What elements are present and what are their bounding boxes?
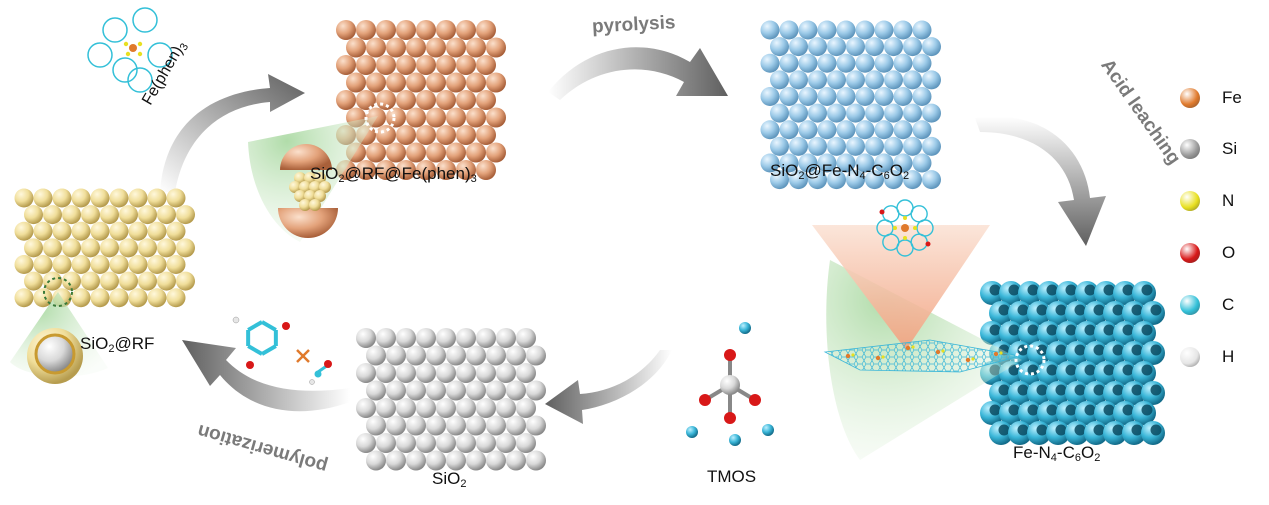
sio2-sphere-array bbox=[356, 328, 546, 471]
legend-label: N bbox=[1222, 191, 1235, 210]
fe-phen-molecule bbox=[87, 7, 173, 93]
step-label-pyrolysis: pyrolysis bbox=[591, 12, 675, 37]
resorcinol-molecule bbox=[232, 316, 290, 369]
arrow-acid-leaching bbox=[975, 116, 1106, 246]
legend-label: Si bbox=[1222, 139, 1238, 158]
legend-label: H bbox=[1222, 347, 1235, 366]
sio2-rf-fephen-sphere-array bbox=[336, 20, 506, 180]
sio2-rf-sphere-array bbox=[14, 188, 195, 308]
graphene-zoom-cone bbox=[812, 199, 1046, 460]
n-ball-icon bbox=[1180, 191, 1200, 211]
label-sio2: SiO2 bbox=[432, 469, 467, 490]
h-ball-icon bbox=[1180, 347, 1200, 367]
orange-cone bbox=[812, 225, 990, 350]
fen4c6o2-hollow-sphere-array bbox=[980, 281, 1165, 445]
legend-item-si: Si bbox=[1180, 137, 1237, 161]
label-sio2-rf-fephen: SiO2@RF@Fe(phen)3 bbox=[310, 164, 477, 185]
o-ball-icon bbox=[1180, 243, 1200, 263]
formaldehyde-molecule bbox=[309, 360, 332, 385]
step-label-polymerization: polymerization bbox=[195, 420, 330, 477]
legend-label: C bbox=[1222, 295, 1235, 314]
cross-icon bbox=[296, 349, 310, 363]
legend-item-c: C bbox=[1180, 293, 1234, 317]
legend-item-n: N bbox=[1180, 189, 1234, 213]
fe-n4-site-molecule bbox=[876, 199, 934, 257]
arrow-polymerization bbox=[182, 340, 350, 412]
label-sio2-fen4c6o2: SiO2@Fe-N4-C6O2 bbox=[770, 161, 910, 182]
legend-item-h: H bbox=[1180, 345, 1234, 369]
tmos-molecule bbox=[686, 322, 774, 446]
legend-item-o: O bbox=[1180, 241, 1235, 265]
legend-label: Fe bbox=[1222, 88, 1242, 107]
step-label-acid-leaching: Acid leaching bbox=[1096, 55, 1184, 168]
label-sio2-rf: SiO2@RF bbox=[80, 334, 155, 355]
arrow-tmos-to-sio2 bbox=[545, 350, 672, 424]
arrow-pyrolysis bbox=[548, 47, 728, 100]
label-fen4c6o2: Fe-N4-C6O2 bbox=[1013, 443, 1101, 464]
sio2-fen4c6o2-sphere-array bbox=[760, 20, 941, 190]
rf-zoom-cone bbox=[248, 102, 396, 242]
legend-label: O bbox=[1222, 243, 1236, 262]
label-tmos: TMOS bbox=[707, 467, 757, 486]
c-ball-icon bbox=[1180, 295, 1200, 315]
graphene-sheet bbox=[823, 339, 1021, 373]
arrow-fephen-to-rf bbox=[160, 74, 305, 192]
sio2-rf-zoom-cone bbox=[10, 277, 108, 384]
fe-ball-icon bbox=[1180, 88, 1200, 108]
legend-item-fe: Fe bbox=[1180, 86, 1242, 110]
si-ball-icon bbox=[1180, 139, 1200, 159]
